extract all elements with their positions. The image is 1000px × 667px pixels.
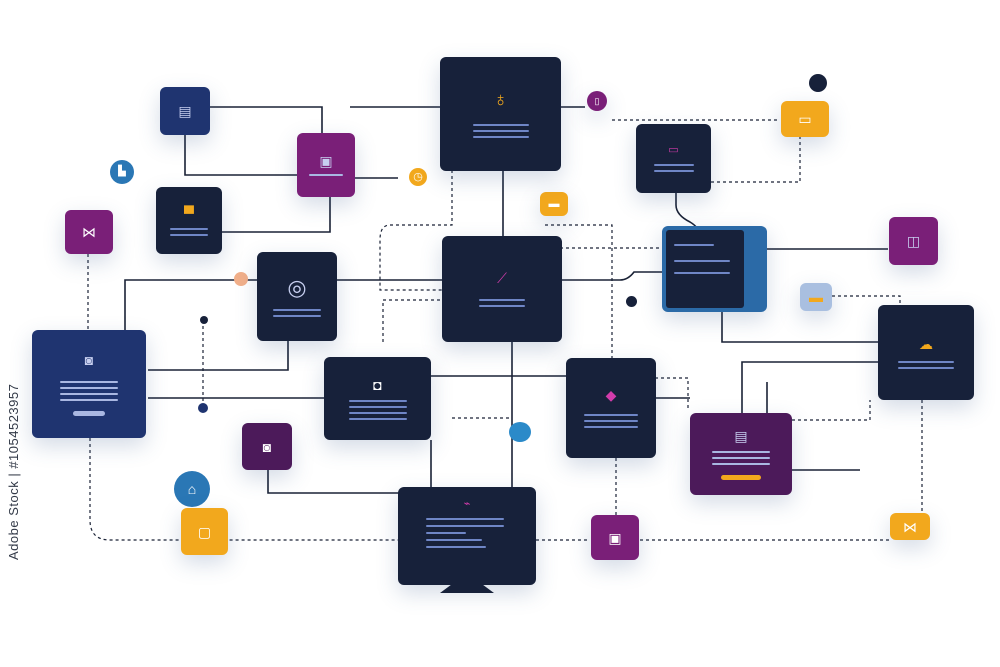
connector-dot: [626, 296, 637, 307]
chart-icon: ⟋: [497, 270, 507, 286]
home-icon-circle: ▙: [110, 160, 134, 184]
document-icon: ▤: [734, 427, 748, 444]
code-icon: ⌁: [463, 498, 471, 510]
bowtie-tile[interactable]: ⋈: [65, 210, 113, 254]
connector-dashed: [655, 377, 689, 408]
clock-icon-circle: ◷: [409, 168, 427, 186]
frame-icon: ▣: [319, 153, 333, 169]
connector-solid: [210, 106, 323, 133]
navy-document-lines: [60, 380, 118, 401]
bowtie-icon: ⋈: [903, 518, 917, 535]
stock-watermark: Adobe Stock | #1054523957: [6, 383, 21, 560]
central-chart-lines: [479, 299, 525, 307]
phone-tile[interactable]: ▯: [587, 91, 607, 111]
peach-dot: [234, 272, 248, 286]
user-icon: ◘: [373, 376, 382, 393]
open-book-icon: ▭: [798, 111, 812, 127]
truck-tile[interactable]: ▬: [540, 192, 568, 216]
user-card-lines: [348, 399, 407, 420]
violet-document-pill: [721, 474, 761, 480]
blue-dot: [509, 422, 531, 442]
window-inner: [666, 230, 744, 308]
connector-dot: [200, 316, 208, 324]
violet-document-panel[interactable]: ▤: [690, 413, 792, 495]
connector-solid: [148, 340, 289, 371]
connector-dashed: [711, 135, 801, 183]
lock-panel-lines: [170, 227, 208, 236]
connector-dashed: [89, 438, 400, 541]
connector-solid: [741, 361, 878, 413]
connector-solid: [124, 279, 258, 330]
open-book-tile[interactable]: ▭: [781, 101, 829, 137]
camera-icon: ◙: [84, 351, 94, 368]
user-card-panel[interactable]: ◘: [324, 357, 431, 440]
connector-dashed: [832, 295, 901, 305]
lightbulb-icon: ♁: [493, 89, 508, 111]
exit-icon: ◫: [906, 233, 921, 249]
tv-icon: ◙: [262, 438, 272, 455]
pink-badge-panel[interactable]: ◆: [566, 358, 656, 458]
connector-solid: [222, 195, 331, 233]
target-icon: ◎: [287, 274, 307, 300]
card-icon: ▭: [668, 144, 679, 156]
cloud-icon: ☁: [919, 335, 933, 352]
navy-document-panel[interactable]: ◙: [32, 330, 146, 438]
monitor-lines: [426, 518, 504, 548]
bulb-hub-panel[interactable]: ♁: [440, 57, 561, 171]
pink-badge-lines: [584, 414, 638, 428]
frame-tile[interactable]: ▣: [297, 133, 355, 197]
phone-icon: ▯: [594, 95, 600, 106]
monitor-panel[interactable]: ⌁: [398, 487, 536, 585]
image-tile[interactable]: ▣: [591, 515, 639, 560]
mouse-icon-circle: ⌂: [174, 471, 210, 507]
frame-tile-lines: [309, 174, 343, 176]
connector-dashed: [545, 224, 613, 370]
connector-solid: [560, 271, 662, 281]
tv-tile[interactable]: ◙: [242, 423, 292, 470]
clock-icon: ◷: [413, 170, 423, 183]
connector-solid: [184, 135, 300, 176]
exit-tile[interactable]: ◫: [889, 217, 938, 265]
clipboard-tile[interactable]: ▢: [181, 508, 228, 555]
lock-panel[interactable]: ▀: [156, 187, 222, 254]
ticket-icon: ▬: [809, 289, 823, 305]
image-icon: ▣: [608, 529, 622, 546]
truck-icon: ▬: [548, 197, 560, 210]
connector-dot: [198, 403, 208, 413]
yellow-icon-lines: [898, 360, 954, 369]
yellow-icon-panel[interactable]: ☁: [878, 305, 974, 400]
lock-icon: ▀: [184, 204, 194, 221]
bulb-hub-lines: [472, 124, 529, 138]
target-panel-lines: [273, 308, 321, 317]
clipboard-icon: ▢: [197, 523, 212, 540]
book-icon: ▤: [178, 103, 192, 119]
ticket-tile[interactable]: ▬: [800, 283, 832, 311]
connector-dot: [809, 74, 827, 92]
connector-solid: [267, 470, 398, 494]
blue-window-panel[interactable]: [662, 226, 767, 312]
target-panel[interactable]: ◎: [257, 252, 337, 341]
navy-document-pill: [73, 410, 105, 416]
small-card-panel[interactable]: ▭: [636, 124, 711, 193]
connector-solid: [721, 312, 878, 343]
mouse-icon: ⌂: [187, 481, 197, 497]
bowtie-icon: ⋈: [82, 224, 96, 240]
small-card-lines: [653, 164, 694, 172]
central-chart-panel[interactable]: ⟋: [442, 236, 562, 342]
home-icon: ▙: [118, 166, 126, 177]
bowtie-tile-yellow[interactable]: ⋈: [890, 513, 930, 540]
connector-dashed: [792, 400, 871, 421]
connector-dashed: [382, 299, 442, 342]
violet-document-lines: [712, 450, 770, 465]
badge-icon: ◆: [605, 387, 617, 403]
monitor-stand: [440, 585, 494, 593]
book-tile[interactable]: ▤: [160, 87, 210, 135]
